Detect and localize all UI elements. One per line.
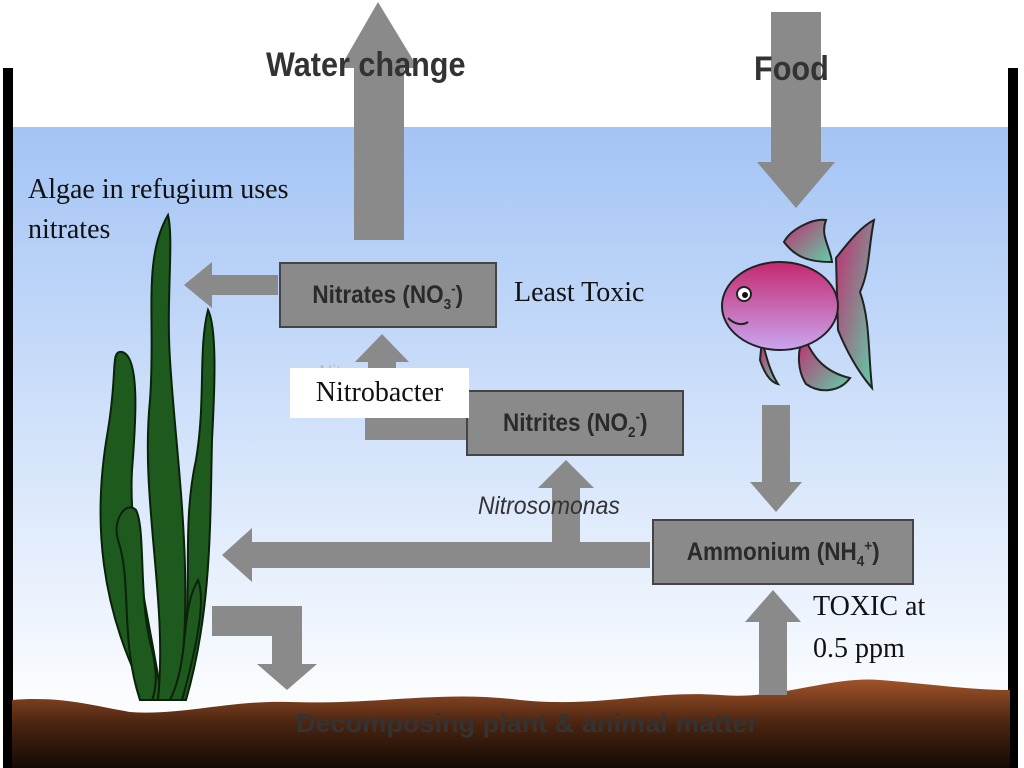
nitrites-label: Nitrites (NO2-) [502, 408, 648, 441]
plant-to-decomposition-arrow [212, 606, 317, 690]
nitrates-label: Nitrates (NO3-) [312, 280, 464, 313]
tank-left-wall [3, 68, 13, 768]
fish-to-ammonium-arrow [750, 405, 802, 512]
ammonium-to-plant-arrow [222, 528, 650, 582]
nitrites-box: Nitrites (NO2-) [466, 390, 684, 456]
substrate [12, 679, 1010, 768]
least-toxic-label: Least Toxic [514, 277, 645, 308]
toxic-note-line-2: 0.5 ppm [813, 633, 905, 664]
algae-note-line-2: nitrates [28, 214, 111, 245]
decomposing-label: Decomposing plant & animal matter [296, 708, 758, 738]
water-change-arrow [340, 2, 418, 240]
ammonium-box: Ammonium (NH4+) [652, 519, 914, 585]
water-change-label: Water change [266, 46, 466, 84]
food-label: Food [754, 50, 829, 88]
plant-icon [99, 212, 216, 701]
food-arrow [757, 12, 835, 208]
fish-icon [721, 218, 876, 392]
algae-note-line-1: Algae in refugium uses [28, 174, 289, 205]
nitrosomonas-label: Nitrosomonas [478, 492, 620, 520]
nitrobacter-label: Nitrobacter [290, 368, 469, 418]
nitrates-to-algae-arrow [184, 262, 278, 308]
nitrates-box: Nitrates (NO3-) [279, 262, 497, 328]
decomposition-to-ammonium-arrow [745, 590, 801, 695]
ammonium-label: Ammonium (NH4+) [686, 537, 880, 570]
tank-right-wall [1008, 68, 1018, 768]
toxic-note-line-1: TOXIC at [813, 591, 926, 622]
